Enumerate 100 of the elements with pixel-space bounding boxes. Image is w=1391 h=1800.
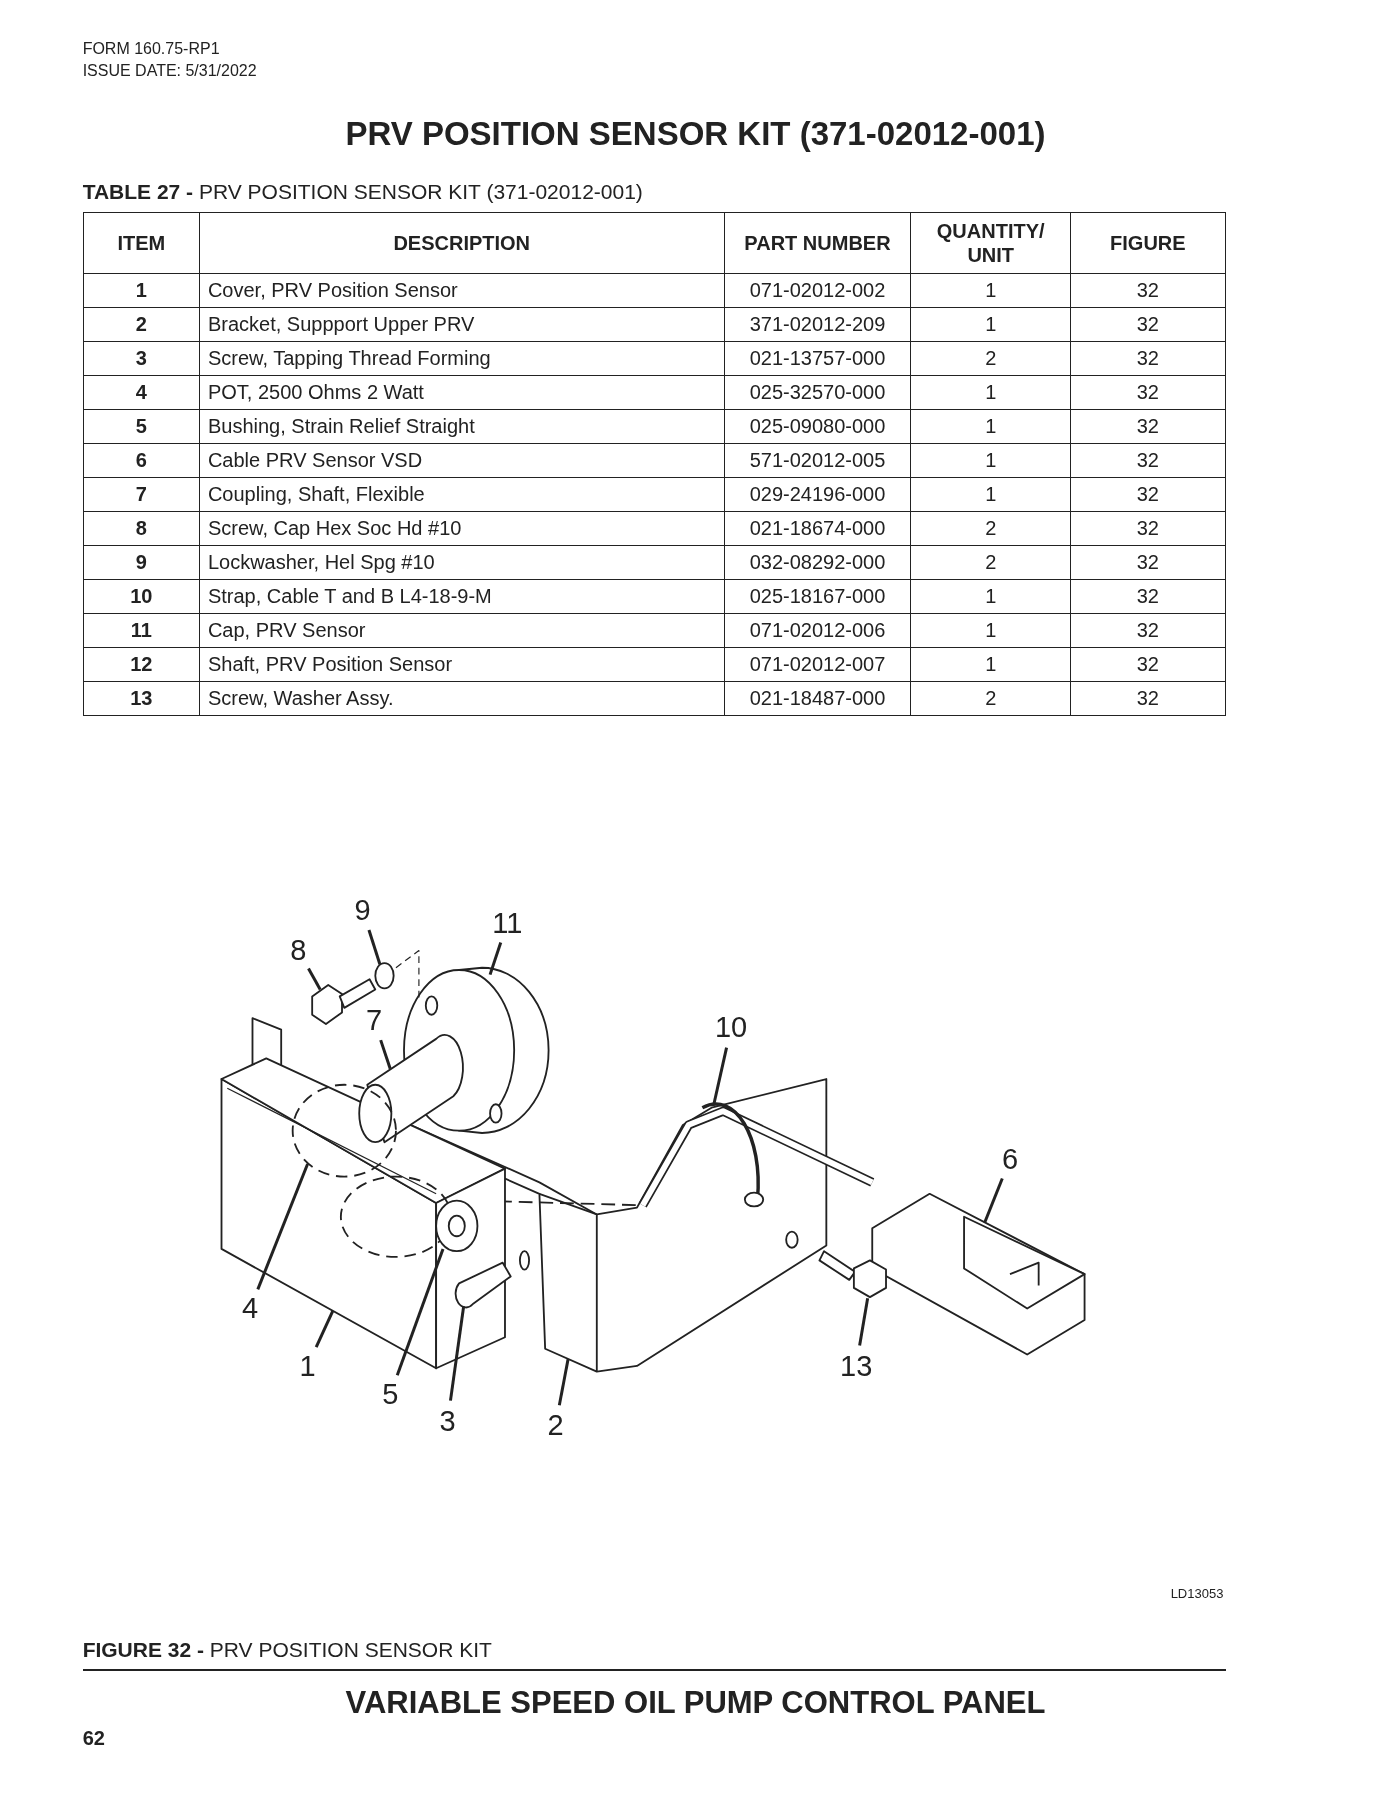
quantity-value: 1 — [910, 273, 1071, 308]
item-number: 9 — [83, 545, 200, 580]
figure-number: 32 — [1070, 545, 1226, 580]
figure-number: 32 — [1070, 579, 1226, 614]
callout-number: 8 — [290, 935, 307, 965]
part-description: Shaft, PRV Position Sensor — [199, 647, 724, 682]
figure-number: 32 — [1070, 443, 1226, 478]
item-number: 5 — [83, 409, 200, 444]
column-header: ITEM — [83, 212, 200, 274]
item-number: 6 — [83, 443, 200, 478]
item-number: 12 — [83, 647, 200, 682]
part-description: Cap, PRV Sensor — [199, 613, 724, 648]
leader-line — [307, 967, 322, 991]
item-number: 1 — [83, 273, 200, 308]
tapping-screw — [454, 1261, 512, 1309]
column-header: PART NUMBER — [724, 212, 911, 274]
figure-caption: FIGURE 32 - PRV POSITION SENSOR KIT — [82, 1637, 492, 1662]
shaft-coupling — [358, 1034, 464, 1144]
part-number: 571-02012-005 — [724, 443, 911, 478]
part-number: 032-08292-000 — [724, 545, 911, 580]
page-title: PRV POSITION SENSOR KIT (371-02012-001) — [344, 114, 1047, 153]
leader-line — [488, 942, 503, 976]
quantity-value: 1 — [910, 409, 1071, 444]
callout-number: 5 — [382, 1379, 399, 1409]
leader-line — [557, 1358, 570, 1406]
figure-number: 32 — [1070, 511, 1226, 546]
quantity-value: 2 — [910, 681, 1071, 716]
part-description: Screw, Tapping Thread Forming — [199, 341, 724, 376]
part-number: 025-32570-000 — [724, 375, 911, 410]
column-header: DESCRIPTION — [199, 212, 724, 274]
figure-number: 32 — [1070, 613, 1226, 648]
strain-relief-bushing — [435, 1199, 479, 1253]
column-header: FIGURE — [1070, 212, 1226, 274]
part-number: 071-02012-006 — [724, 613, 911, 648]
figure-number: 32 — [1070, 307, 1226, 342]
leader-line — [395, 1248, 445, 1376]
table-title: TABLE 27 - PRV POSITION SENSOR KIT (371-02012-001) — [82, 180, 643, 205]
drawing-number: LD13053 — [1170, 1586, 1224, 1602]
cable-connector — [638, 1106, 1086, 1356]
quantity-value: 1 — [910, 613, 1071, 648]
quantity-value: 2 — [910, 341, 1071, 376]
part-description: Bracket, Suppport Upper PRV — [199, 307, 724, 342]
part-number: 029-24196-000 — [724, 477, 911, 512]
part-number: 071-02012-002 — [724, 273, 911, 308]
item-number: 10 — [83, 579, 200, 614]
callout-number: 4 — [242, 1293, 259, 1323]
lock-washer — [374, 949, 420, 1000]
column-header: QUANTITY/ UNIT — [910, 212, 1071, 274]
part-description: Screw, Cap Hex Soc Hd #10 — [199, 511, 724, 546]
page-number: 62 — [82, 1727, 105, 1751]
item-number: 8 — [83, 511, 200, 546]
item-number: 4 — [83, 375, 200, 410]
cable-strap — [701, 1102, 765, 1208]
part-description: Screw, Washer Assy. — [199, 681, 724, 716]
part-number: 025-18167-000 — [724, 579, 911, 614]
page-footer-title: VARIABLE SPEED OIL PUMP CONTROL PANEL — [344, 1684, 1047, 1721]
item-number: 7 — [83, 477, 200, 512]
callout-number: 10 — [714, 1012, 748, 1042]
part-number: 021-13757-000 — [724, 341, 911, 376]
quantity-value: 1 — [910, 443, 1071, 478]
quantity-value: 1 — [910, 307, 1071, 342]
part-description: Bushing, Strain Relief Straight — [199, 409, 724, 444]
item-number: 2 — [83, 307, 200, 342]
item-number: 3 — [83, 341, 200, 376]
part-number: 371-02012-209 — [724, 307, 911, 342]
part-description: POT, 2500 Ohms 2 Watt — [199, 375, 724, 410]
quantity-value: 2 — [910, 545, 1071, 580]
form-number: FORM 160.75-RP1 — [82, 40, 220, 59]
part-description: Strap, Cable T and B L4-18-9-M — [199, 579, 724, 614]
callout-number: 6 — [1001, 1144, 1018, 1174]
callout-number: 1 — [299, 1351, 316, 1381]
issue-date: ISSUE DATE: 5/31/2022 — [82, 61, 257, 80]
figure-number: 32 — [1070, 681, 1226, 716]
quantity-value: 1 — [910, 375, 1071, 410]
leader-line — [367, 929, 382, 965]
part-number: 071-02012-007 — [724, 647, 911, 682]
item-number: 11 — [83, 613, 200, 648]
callout-number: 13 — [840, 1351, 873, 1381]
item-number: 13 — [83, 681, 200, 716]
part-number: 021-18674-000 — [724, 511, 911, 546]
quantity-value: 1 — [910, 647, 1071, 682]
figure-number: 32 — [1070, 341, 1226, 376]
leader-line — [983, 1178, 1004, 1224]
callout-number: 9 — [354, 895, 371, 925]
part-description: Coupling, Shaft, Flexible — [199, 477, 724, 512]
quantity-value: 1 — [910, 579, 1071, 614]
figure-number: 32 — [1070, 409, 1226, 444]
callout-number: 3 — [439, 1406, 456, 1436]
figure-number: 32 — [1070, 477, 1226, 512]
quantity-value: 2 — [910, 511, 1071, 546]
part-description: Lockwasher, Hel Spg #10 — [199, 545, 724, 580]
callout-number: 11 — [492, 908, 523, 938]
leader-line — [314, 1310, 335, 1348]
part-number: 025-09080-000 — [724, 409, 911, 444]
leader-line — [712, 1047, 729, 1105]
leader-line — [379, 1039, 392, 1070]
leader-line — [858, 1298, 870, 1346]
part-number: 021-18487-000 — [724, 681, 911, 716]
part-description: Cover, PRV Position Sensor — [199, 273, 724, 308]
figure-number: 32 — [1070, 647, 1226, 682]
